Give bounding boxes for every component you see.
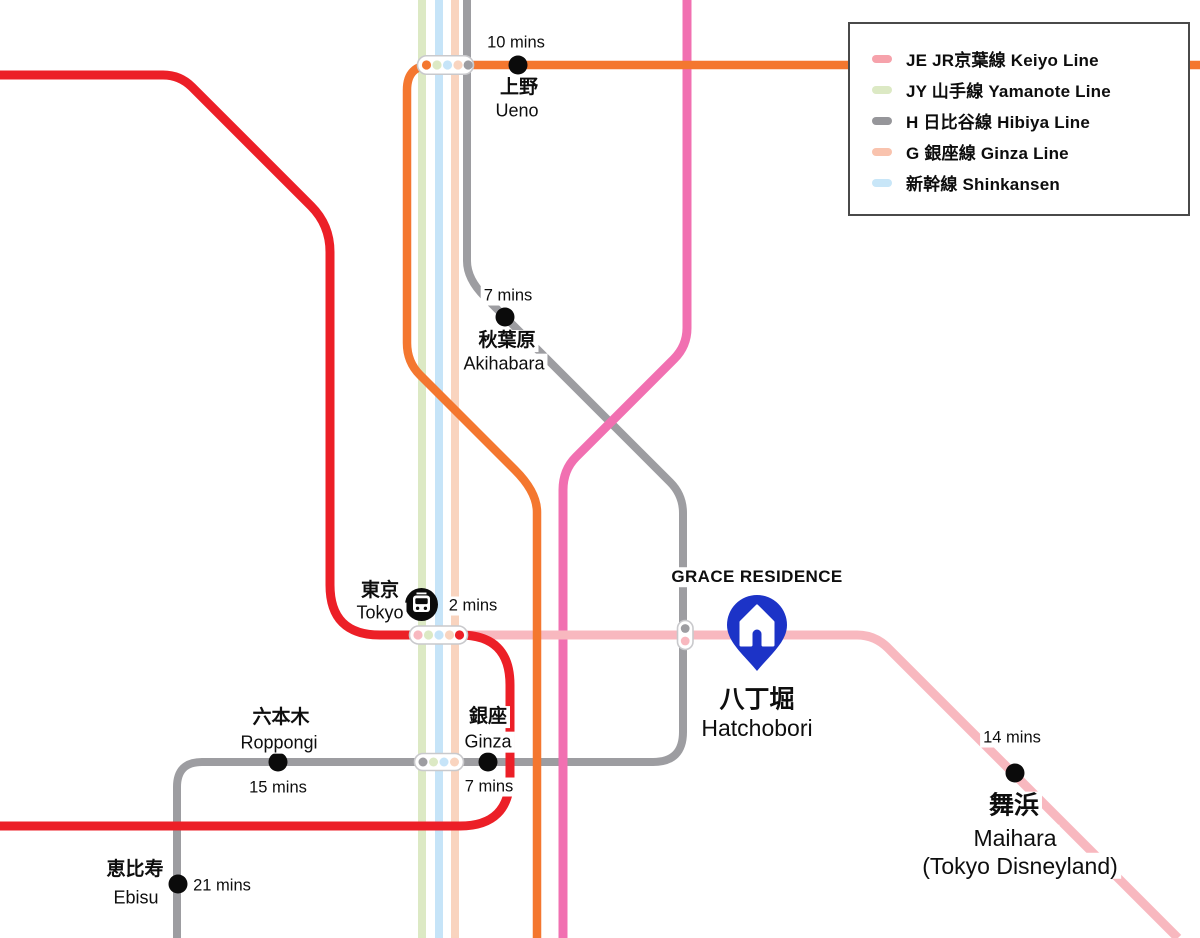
ebisu-name-jp: 恵比寿 (103, 859, 167, 881)
akihabara-time-label: 7 mins (480, 286, 536, 306)
interchange-dot (442, 60, 453, 70)
interchange-dot (680, 636, 690, 646)
interchange-dot (453, 60, 463, 70)
roppongi-time-label: 15 mins (246, 778, 310, 798)
orange-line-path (402, 60, 1200, 938)
home-pin-icon (727, 595, 787, 671)
interchange-dot (454, 630, 465, 640)
ginza-interchange-capsule (413, 752, 465, 772)
keiyo-line-path (440, 630, 1182, 938)
legend-item-label: JE JR京葉線 Keiyo Line (906, 51, 1099, 70)
legend: JE JR京葉線 Keiyo Line JY 山手線 Yamanote Line… (848, 22, 1190, 216)
roppongi-name-en: Roppongi (237, 732, 321, 754)
legend-item-label: 新幹線 Shinkansen (906, 175, 1060, 194)
maihama-time-label: 14 mins (980, 728, 1044, 748)
legend-item-keiyo: JE JR京葉線 Keiyo Line (872, 43, 1188, 74)
ueno-time-label: 10 mins (484, 33, 548, 53)
ueno-name-jp: 上野 (496, 77, 542, 99)
ginza-line-swatch-icon (872, 147, 892, 156)
magenta-line-path (558, 0, 692, 938)
station-dot-akihabara (495, 307, 515, 327)
interchange-dot (463, 60, 473, 70)
maihama-name-en: Maihara (970, 824, 1060, 852)
interchange-dot (680, 624, 690, 633)
tokyo-name-en: Tokyo (353, 602, 407, 624)
legend-item-ginza: G 銀座線 Ginza Line (872, 136, 1188, 167)
ebisu-time-label: 21 mins (190, 876, 254, 896)
ueno-interchange-capsule (416, 54, 475, 76)
ueno-name-en: Ueno (492, 100, 542, 122)
tokyo-interchange-capsule (408, 625, 469, 645)
hatchobori-name-en: Hatchobori (698, 714, 816, 742)
station-dot-ebisu (168, 874, 188, 894)
station-dot-roppongi (268, 752, 288, 772)
legend-item-hibiya: H 日比谷線 Hibiya Line (872, 105, 1188, 136)
interchange-dot (450, 757, 459, 767)
legend-item-label: H 日比谷線 Hibiya Line (906, 113, 1091, 132)
train-icon (405, 588, 438, 621)
ginza-name-jp: 銀座 (465, 706, 511, 728)
interchange-dot (423, 630, 434, 640)
maihama-name-en-note: (Tokyo Disneyland) (919, 852, 1121, 880)
station-dot-ginza (478, 752, 498, 772)
yamanote-line-swatch-icon (872, 85, 892, 94)
interchange-dot (444, 630, 455, 640)
station-dot-ueno (508, 55, 528, 75)
interchange-dot (434, 630, 444, 640)
akihabara-name-en: Akihabara (460, 353, 548, 375)
shinkansen-line-swatch-icon (872, 178, 892, 187)
hatchobori-interchange-capsule (676, 619, 694, 651)
tokyo-time-label: 2 mins (445, 596, 501, 616)
legend-item-label: G 銀座線 Ginza Line (906, 144, 1069, 163)
ginza-name-en: Ginza (461, 731, 515, 753)
hatchobori-name-jp: 八丁堀 (716, 685, 798, 715)
ebisu-name-en: Ebisu (110, 887, 162, 909)
interchange-dot (432, 60, 442, 70)
keiyo-line-swatch-icon (872, 54, 892, 63)
legend-item-yamanote: JY 山手線 Yamanote Line (872, 74, 1188, 105)
akihabara-name-jp: 秋葉原 (475, 330, 539, 352)
residence-label: GRACE RESIDENCE (668, 567, 846, 587)
interchange-dot (439, 757, 449, 767)
interchange-dot (429, 757, 438, 767)
tokyo-name-jp: 東京 (357, 580, 403, 602)
interchange-dot (418, 757, 428, 767)
legend-item-shinkansen: 新幹線 Shinkansen (872, 167, 1188, 198)
legend-item-label: JY 山手線 Yamanote Line (906, 82, 1111, 101)
maihama-name-jp: 舞浜 (985, 791, 1043, 821)
station-dot-maihama (1005, 763, 1025, 783)
interchange-dot (413, 630, 423, 640)
roppongi-name-jp: 六本木 (249, 707, 313, 729)
hibiya-line-swatch-icon (872, 116, 892, 125)
interchange-dot (421, 60, 432, 70)
ginza-time-label: 7 mins (461, 777, 517, 797)
